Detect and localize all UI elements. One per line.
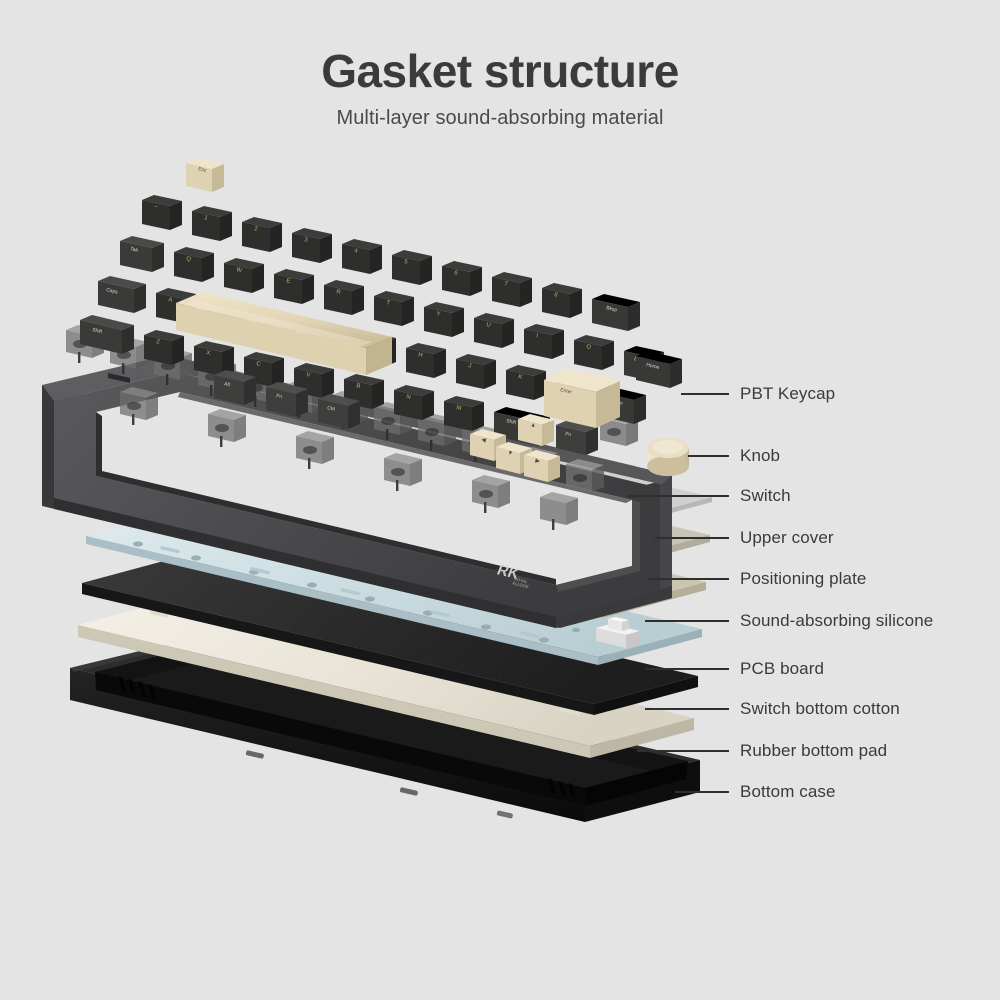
svg-text:1: 1 xyxy=(204,215,209,222)
svg-text:Esc: Esc xyxy=(198,166,208,174)
leader-line xyxy=(637,750,729,752)
leader-line xyxy=(688,455,729,457)
callout-label-text: Switch xyxy=(740,486,791,505)
layer-pbt-keycaps: Esc ~ 1 2 3 4 5 6 7 8 Bksp T xyxy=(80,158,682,482)
svg-text:5: 5 xyxy=(404,259,409,266)
callout-switch-bottom-cotton: Switch bottom cotton xyxy=(645,699,900,719)
svg-text:2: 2 xyxy=(254,226,259,233)
svg-text:Shift: Shift xyxy=(92,327,104,335)
svg-text:Fn: Fn xyxy=(565,431,572,438)
svg-text:Tab: Tab xyxy=(130,246,139,254)
svg-text:3: 3 xyxy=(304,237,309,244)
svg-text:A: A xyxy=(168,297,173,304)
svg-text:Q: Q xyxy=(186,256,192,263)
callout-label-text: Sound-absorbing silicone xyxy=(740,611,934,630)
callout-bottom-case: Bottom case xyxy=(675,782,836,802)
keycap-enter: Enter xyxy=(544,369,620,428)
svg-text:8: 8 xyxy=(554,292,559,299)
leader-line xyxy=(645,708,729,710)
svg-text:M: M xyxy=(456,405,462,412)
svg-text:4: 4 xyxy=(354,248,359,255)
leader-line xyxy=(681,393,729,395)
svg-text:I: I xyxy=(536,333,539,339)
svg-text:Fn: Fn xyxy=(276,393,283,400)
callout-label-text: Upper cover xyxy=(740,528,834,547)
svg-text:O: O xyxy=(586,344,592,351)
svg-text:C: C xyxy=(256,361,262,368)
svg-text:U: U xyxy=(486,322,492,329)
svg-text:▼: ▼ xyxy=(507,450,514,457)
svg-text:Ctrl: Ctrl xyxy=(327,405,336,413)
svg-text:6: 6 xyxy=(454,270,459,277)
callout-label-text: PBT Keycap xyxy=(740,384,836,403)
callout-label-text: Knob xyxy=(740,446,781,465)
page-subtitle: Multi-layer sound-absorbing material xyxy=(336,107,664,129)
svg-text:~: ~ xyxy=(154,204,159,211)
callout-upper-cover: Upper cover xyxy=(655,528,834,548)
svg-text:Z: Z xyxy=(156,339,161,346)
callout-pcb-board: PCB board xyxy=(645,659,824,679)
pcb-mounted-switch xyxy=(596,617,640,648)
leader-line xyxy=(645,620,729,622)
callout-positioning-plate: Positioning plate xyxy=(648,569,866,589)
svg-text:N: N xyxy=(406,394,412,401)
leader-line xyxy=(645,668,729,670)
leader-line xyxy=(648,578,729,580)
callout-rubber-bottom-pad: Rubber bottom pad xyxy=(637,741,887,761)
svg-text:◀: ◀ xyxy=(481,437,487,444)
svg-text:H: H xyxy=(418,352,424,359)
callout-label-text: Switch bottom cotton xyxy=(740,699,900,718)
svg-text:ROYAL: ROYAL xyxy=(513,576,528,584)
svg-text:Shift: Shift xyxy=(506,418,518,426)
svg-text:▶: ▶ xyxy=(535,458,541,465)
svg-text:Alt: Alt xyxy=(224,381,232,388)
callout-switch: Switch xyxy=(628,486,791,506)
svg-text:T: T xyxy=(386,300,391,307)
svg-text:V: V xyxy=(306,372,311,379)
brand-logo: RK ROYAL KLUDGE xyxy=(495,562,530,589)
keycap-arrow-cluster: ▲ ◀ ▼ ▶ xyxy=(470,414,560,482)
callout-sound-absorbing-silicone: Sound-absorbing silicone xyxy=(645,611,933,631)
svg-text:K: K xyxy=(518,374,523,381)
svg-text:Caps: Caps xyxy=(106,287,119,296)
callout-label-text: Rubber bottom pad xyxy=(740,741,888,760)
callout-knob: Knob xyxy=(688,446,780,466)
svg-text:Home: Home xyxy=(646,362,661,371)
layer-switch-bottom-cotton xyxy=(82,555,698,715)
leader-line xyxy=(628,495,729,497)
leader-line xyxy=(675,791,729,793)
svg-text:Y: Y xyxy=(436,311,441,318)
svg-text:KLUDGE: KLUDGE xyxy=(512,581,530,589)
svg-text:X: X xyxy=(206,350,211,357)
layer-knob[interactable] xyxy=(647,438,689,476)
page-title: Gasket structure xyxy=(321,45,679,97)
svg-text:B: B xyxy=(356,383,361,390)
layer-bottom-case xyxy=(70,640,700,822)
svg-text:R: R xyxy=(336,289,342,296)
svg-text:J: J xyxy=(468,363,472,370)
leader-line xyxy=(655,537,729,539)
keycap-spacebar xyxy=(176,292,392,375)
svg-text:RK: RK xyxy=(495,562,522,583)
svg-text:Enter: Enter xyxy=(560,387,573,396)
svg-text:7: 7 xyxy=(504,281,509,288)
callout-pbt-keycap: PBT Keycap xyxy=(681,384,835,404)
callout-label-text: Bottom case xyxy=(740,782,836,801)
layer-rubber-bottom-pad xyxy=(78,597,694,758)
callout-label-text: Positioning plate xyxy=(740,569,867,588)
svg-text:Bksp: Bksp xyxy=(606,305,618,313)
svg-text:W: W xyxy=(236,267,243,274)
svg-text:E: E xyxy=(286,278,291,285)
svg-text:▲: ▲ xyxy=(530,422,537,429)
callout-label-text: PCB board xyxy=(740,659,825,678)
